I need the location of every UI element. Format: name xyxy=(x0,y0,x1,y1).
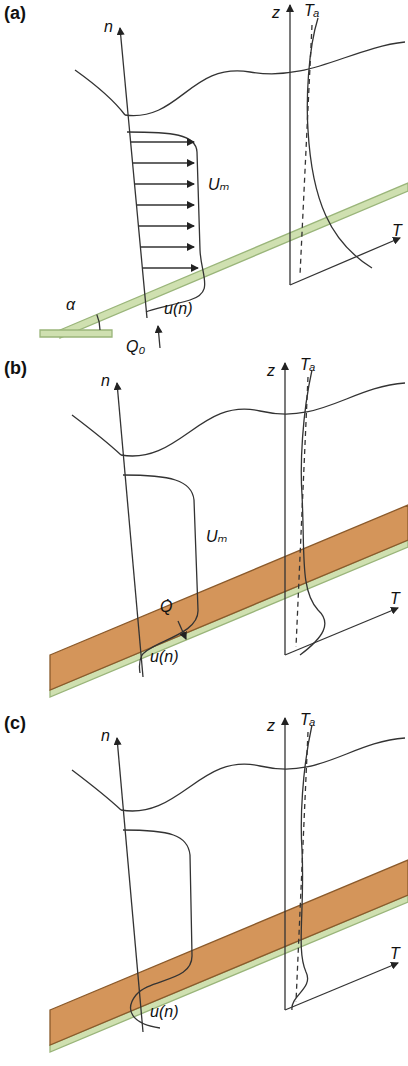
velocity-arrow xyxy=(135,183,194,184)
panel-label: (b) xyxy=(4,359,27,379)
panel-label: (c) xyxy=(4,714,26,734)
symbol-label: z xyxy=(267,717,275,735)
velocity-arrow xyxy=(140,246,194,247)
symbol-label: u(n) xyxy=(150,648,178,666)
symbol-label: n xyxy=(104,18,113,36)
symbol-label: α xyxy=(66,296,75,314)
velocity-arrow xyxy=(133,162,194,163)
symbol-label: u(n) xyxy=(150,1003,178,1021)
velocity-arrow xyxy=(138,225,194,226)
symbol-label: n xyxy=(101,372,110,390)
symbol-label: Uₘ xyxy=(206,528,228,546)
symbol-label: Uₘ xyxy=(208,176,230,194)
symbol-label: Tₐ xyxy=(300,356,316,374)
symbol-label: T xyxy=(390,945,400,963)
symbol-label: Tₐ xyxy=(300,711,316,729)
velocity-arrow xyxy=(136,204,194,205)
symbol-label: T xyxy=(392,222,402,240)
symbol-label: z xyxy=(272,4,280,22)
symbol-label: u(n) xyxy=(164,300,192,318)
velocity-arrow xyxy=(142,267,198,268)
panel-label: (a) xyxy=(4,4,26,24)
symbol-label: z xyxy=(267,362,275,380)
symbol-label: Q̇ xyxy=(160,598,172,616)
symbol-label: Tₐ xyxy=(304,2,320,20)
symbol-label: Q₀ xyxy=(126,338,145,356)
symbol-label: n xyxy=(101,727,110,745)
symbol-label: T xyxy=(390,590,400,608)
velocity-arrow xyxy=(131,141,194,142)
